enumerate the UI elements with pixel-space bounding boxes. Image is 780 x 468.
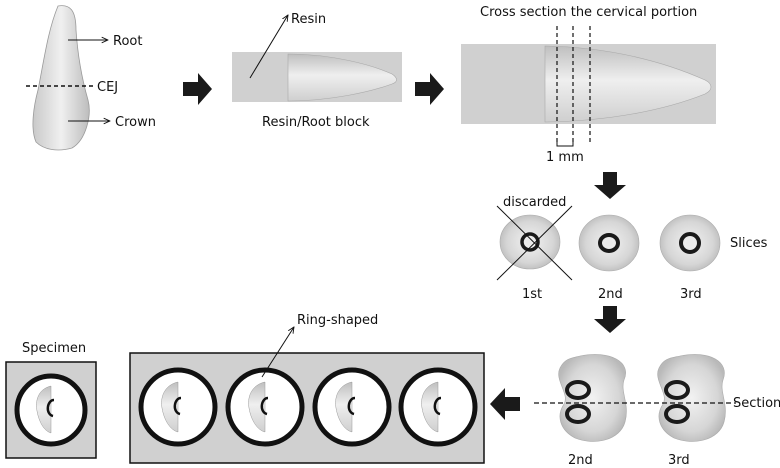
ring-specimens-panel: Ring-shaped (129, 313, 485, 464)
label-cej: CEJ (97, 80, 118, 95)
label-slice-3rd: 3rd (680, 287, 702, 302)
mm-bracket (556, 140, 574, 147)
slice-1st (496, 205, 573, 281)
tooth-shape (32, 5, 90, 151)
ring-specimen-1 (138, 367, 218, 447)
label-cross-section: Cross section the cervical portion (480, 5, 697, 20)
specimen-single: Specimen (5, 341, 97, 459)
section-3rd (657, 354, 726, 442)
ring-specimen-2 (225, 367, 305, 447)
root-in-cross-block (544, 45, 712, 123)
label-resin-root-block: Resin/Root block (262, 115, 370, 130)
label-1mm: 1 mm (546, 150, 584, 165)
ring-specimen-4 (398, 367, 478, 447)
flow-arrow-1 (183, 73, 212, 105)
label-root: Root (113, 34, 142, 49)
label-slice-2nd: 2nd (598, 287, 623, 302)
ring-specimen-3 (312, 367, 392, 447)
label-section-3rd: 3rd (668, 453, 690, 468)
label-crown: Crown (115, 115, 156, 130)
flow-arrow-down-1 (594, 172, 626, 199)
sectioned-slices: Section 2nd 3rd (534, 354, 780, 468)
resin-pointer (249, 15, 288, 79)
label-section-2nd: 2nd (568, 453, 593, 468)
slice-2nd (578, 214, 640, 272)
slice-3rd (659, 214, 721, 272)
label-ring-shaped: Ring-shaped (297, 313, 378, 328)
root-in-block (287, 53, 397, 102)
resin-root-block: Resin Resin/Root block (232, 12, 402, 130)
discard-cross-b (496, 205, 573, 281)
label-section: Section (733, 396, 780, 411)
tooth-figure: Root CEJ Crown (26, 5, 156, 151)
label-slices: Slices (730, 236, 768, 251)
flow-arrow-left (490, 388, 520, 420)
label-slice-1st: 1st (522, 287, 542, 302)
slices-group: discarded Slices 1st 2nd 3rd (496, 195, 768, 302)
label-resin: Resin (291, 12, 326, 27)
flow-arrow-2 (415, 73, 444, 105)
flow-arrow-down-2 (594, 306, 626, 333)
label-discarded: discarded (503, 195, 566, 210)
section-2nd (558, 354, 627, 442)
label-specimen: Specimen (22, 341, 86, 356)
cross-section-block: Cross section the cervical portion 1 mm (461, 5, 716, 165)
ring-pointer (261, 327, 294, 378)
